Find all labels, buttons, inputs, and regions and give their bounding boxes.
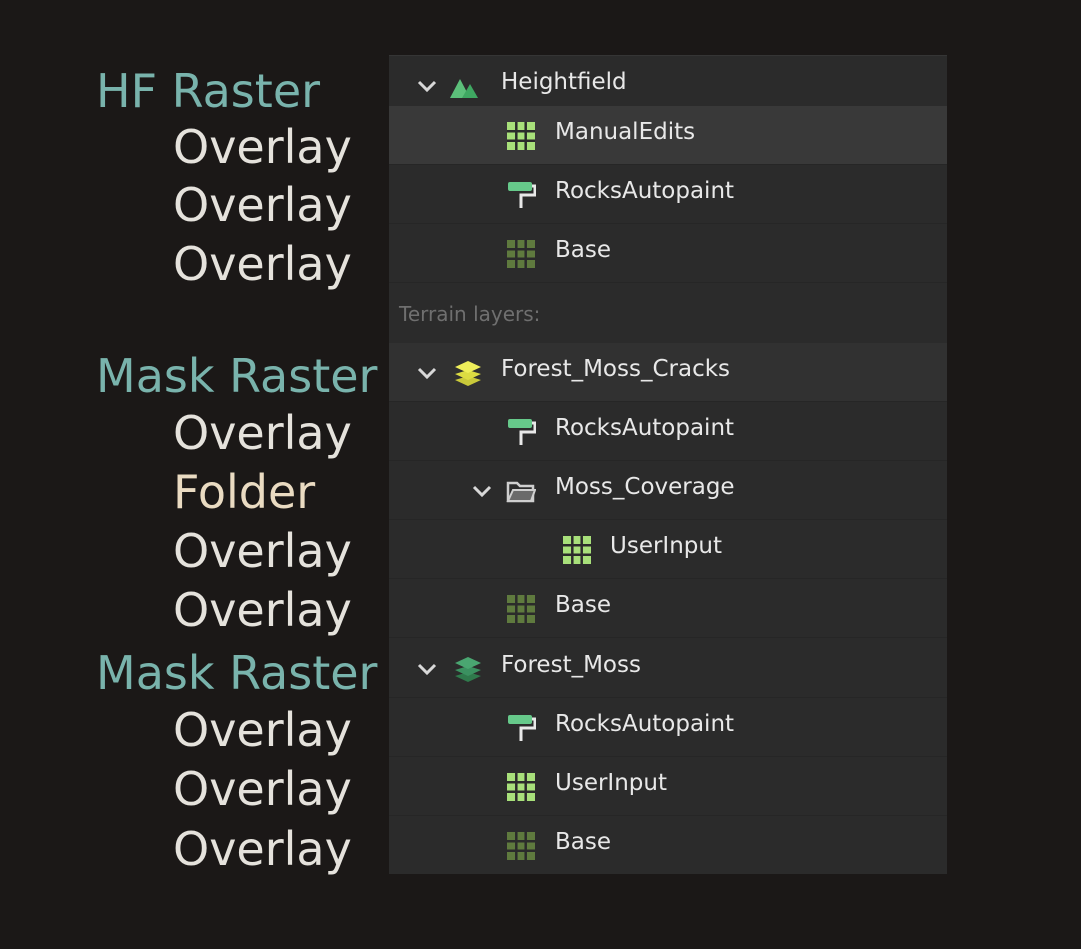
tree-row-rocksautopaint[interactable]: RocksAutopaint	[389, 402, 947, 461]
tree-row-base[interactable]: Base	[389, 816, 947, 874]
annotation-overlay: Overlay	[173, 762, 352, 816]
tree-label-forest-moss-cracks: Forest_Moss_Cracks	[501, 356, 731, 382]
mountain-icon	[450, 79, 478, 98]
folder-icon	[506, 481, 536, 503]
tree-row-rocksautopaint[interactable]: RocksAutopaint	[389, 698, 947, 757]
tree-row-manualedits[interactable]: ManualEdits	[389, 106, 947, 165]
dim-grid-icon	[507, 595, 535, 623]
dim-grid-icon	[507, 240, 535, 268]
layers-icon	[455, 657, 481, 682]
tree-row-moss-coverage[interactable]: Moss_Coverage	[389, 461, 947, 520]
tree-row-userinput[interactable]: UserInput	[389, 520, 947, 579]
section-label-terrain-layers: Terrain layers:	[399, 302, 541, 326]
layer-tree-panel: Heightfield ManualEdits RocksAutopaint B…	[389, 55, 947, 874]
chevron-down-icon[interactable]	[414, 360, 440, 386]
annotation-overlay: Overlay	[173, 406, 352, 460]
chevron-down-icon[interactable]	[414, 656, 440, 682]
chevron-down-icon[interactable]	[414, 73, 440, 99]
paint-roller-icon	[508, 182, 536, 208]
tree-row-rocksautopaint[interactable]: RocksAutopaint	[389, 165, 947, 224]
paint-roller-icon	[508, 419, 536, 445]
annotation-overlay: Overlay	[173, 237, 352, 291]
annotation-mask-raster: Mask Raster	[96, 349, 378, 403]
tree-label-userinput: UserInput	[610, 533, 722, 559]
grid-icon	[563, 536, 591, 564]
annotation-overlay: Overlay	[173, 583, 352, 637]
annotation-folder: Folder	[173, 465, 316, 519]
annotation-overlay: Overlay	[173, 178, 352, 232]
tree-label-rocksautopaint: RocksAutopaint	[555, 178, 735, 204]
grid-icon	[507, 122, 535, 150]
annotation-overlay: Overlay	[173, 524, 352, 578]
layers-icon	[455, 361, 481, 386]
chevron-down-icon[interactable]	[469, 478, 495, 504]
tree-label-rocksautopaint: RocksAutopaint	[555, 415, 735, 441]
paint-roller-icon	[508, 715, 536, 741]
tree-label-heightfield: Heightfield	[501, 69, 627, 95]
tree-row-base[interactable]: Base	[389, 224, 947, 283]
tree-row-forest-moss[interactable]: Forest_Moss	[389, 639, 947, 698]
annotation-overlay: Overlay	[173, 703, 352, 757]
tree-label-base: Base	[555, 829, 612, 855]
tree-label-base: Base	[555, 592, 612, 618]
tree-row-base[interactable]: Base	[389, 579, 947, 638]
tree-label-base: Base	[555, 237, 612, 263]
annotation-overlay: Overlay	[173, 120, 352, 174]
annotation-hf-raster: HF Raster	[96, 64, 321, 118]
annotation-mask-raster: Mask Raster	[96, 646, 378, 700]
tree-row-userinput[interactable]: UserInput	[389, 757, 947, 816]
tree-label-userinput: UserInput	[555, 770, 667, 796]
tree-label-manualedits: ManualEdits	[555, 119, 696, 145]
annotation-overlay: Overlay	[173, 822, 352, 876]
grid-icon	[507, 773, 535, 801]
tree-label-moss-coverage: Moss_Coverage	[555, 474, 735, 500]
tree-label-rocksautopaint: RocksAutopaint	[555, 711, 735, 737]
tree-label-forest-moss: Forest_Moss	[501, 652, 641, 678]
dim-grid-icon	[507, 832, 535, 860]
tree-row-forest-moss-cracks[interactable]: Forest_Moss_Cracks	[389, 343, 947, 402]
